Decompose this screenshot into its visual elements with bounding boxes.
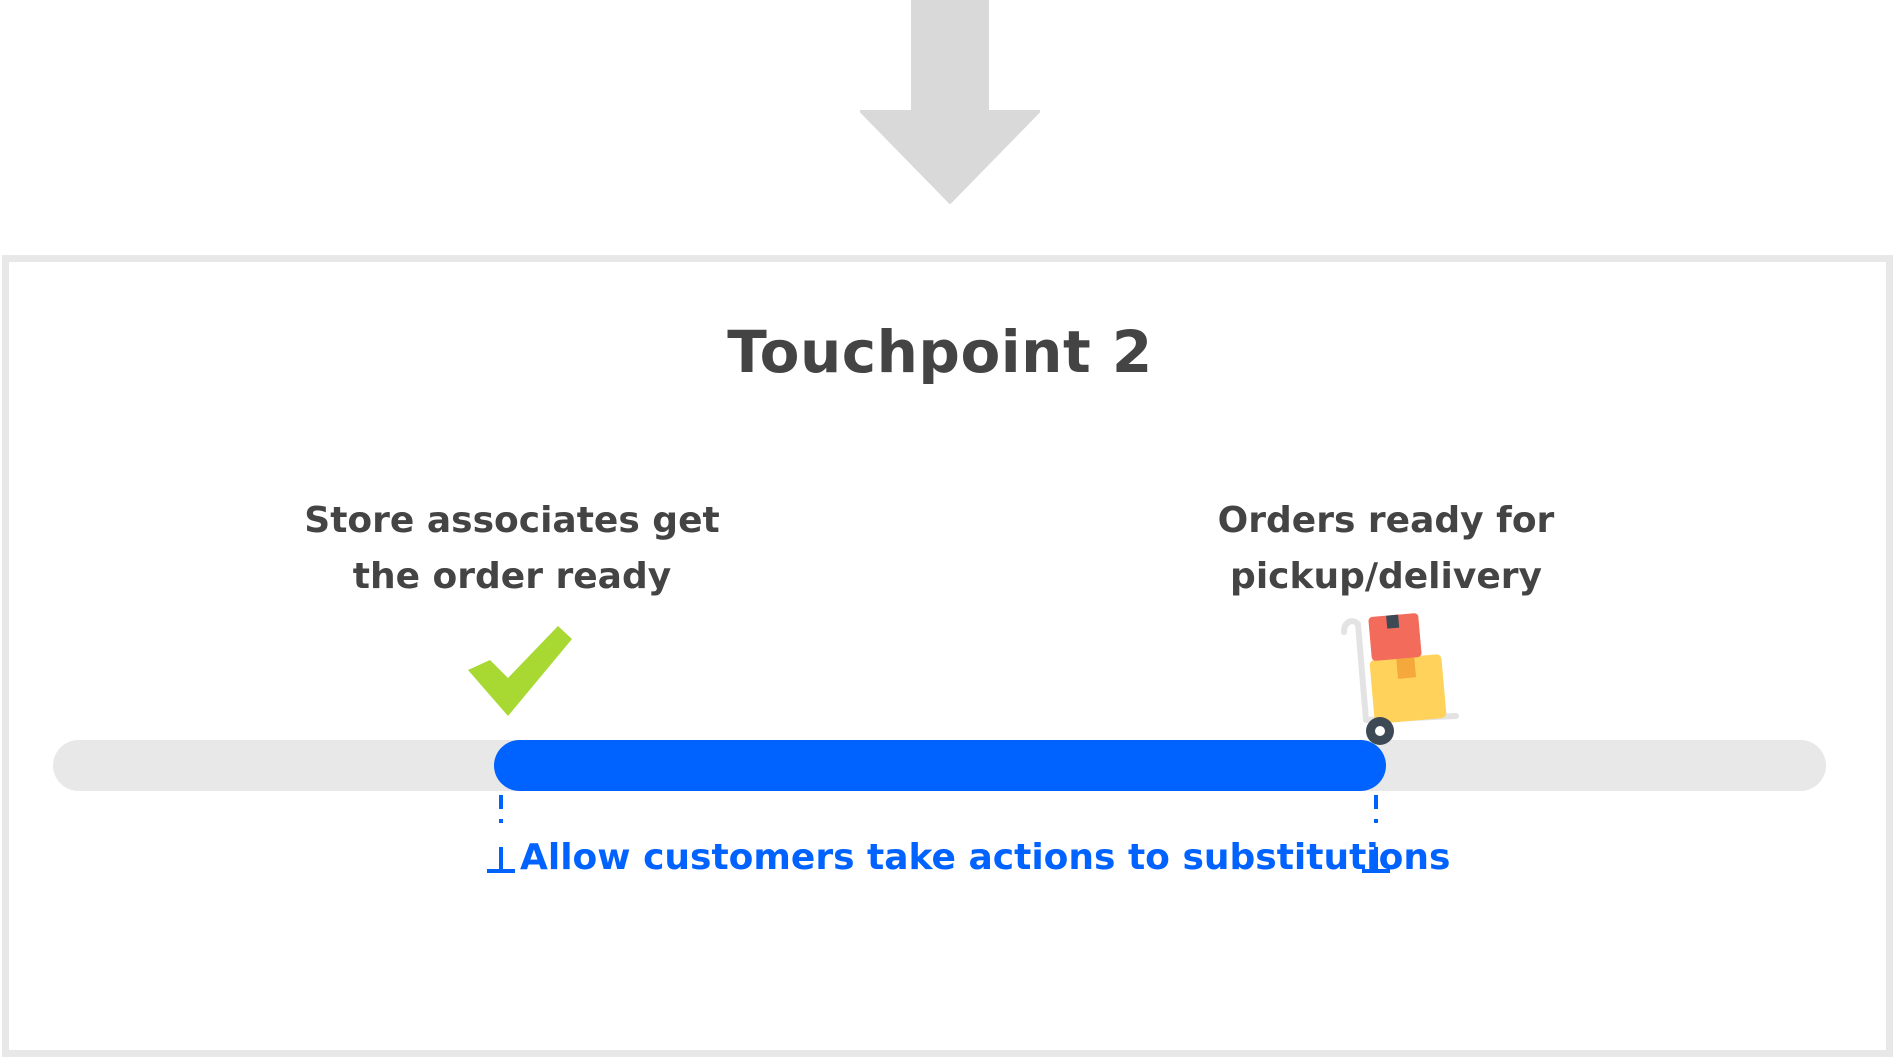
touchpoint-panel bbox=[2, 255, 1893, 1057]
page-title: Touchpoint 2 bbox=[727, 318, 1153, 386]
timeline-progress-bar bbox=[494, 740, 1386, 791]
down-arrow-icon bbox=[860, 0, 1040, 204]
hand-truck-boxes-icon bbox=[1341, 613, 1459, 745]
checkmark-icon bbox=[468, 626, 572, 716]
start-milestone-label-line: the order ready bbox=[352, 556, 672, 597]
end-milestone-label: Orders ready for pickup/delivery bbox=[1136, 493, 1636, 605]
end-milestone-label-line: pickup/delivery bbox=[1230, 556, 1542, 597]
span-end-marker bbox=[1362, 795, 1390, 873]
span-start-marker bbox=[487, 795, 515, 873]
end-milestone-label-line: Orders ready for bbox=[1217, 500, 1555, 541]
start-milestone-label: Store associates get the order ready bbox=[262, 493, 762, 605]
span-label: Allow customers take actions to substitu… bbox=[520, 837, 1451, 878]
start-milestone-label-line: Store associates get bbox=[304, 500, 720, 541]
